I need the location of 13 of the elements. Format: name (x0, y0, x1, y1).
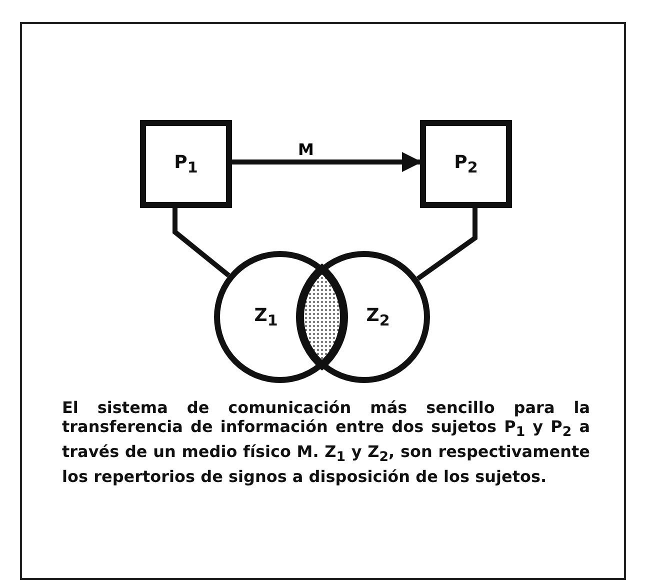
node-label: Z$_{1}$ (254, 304, 278, 330)
shaded-overlap (296, 264, 348, 370)
node-label: Z$_{2}$ (366, 304, 390, 330)
arrow (232, 152, 422, 172)
sign-set-circle (298, 251, 430, 383)
node-label: P$_{2}$ (454, 152, 478, 176)
sign-set-circle (214, 251, 346, 383)
connector-line (416, 208, 478, 281)
caption: El sistema de comunicación más sencillo para la transferencia de información entre dos sujetos P$_{1}$ y P$_{2}$ a través de un medio físico M. Z$_{1}$ y Z$_{2}$, son respectivamente los repertorios de signos a disposición de los sujetos. (62, 398, 590, 486)
subject-box (140, 120, 232, 208)
connector-line (172, 208, 230, 278)
subject-box (420, 120, 512, 208)
node-label: P$_{1}$ (174, 152, 198, 176)
